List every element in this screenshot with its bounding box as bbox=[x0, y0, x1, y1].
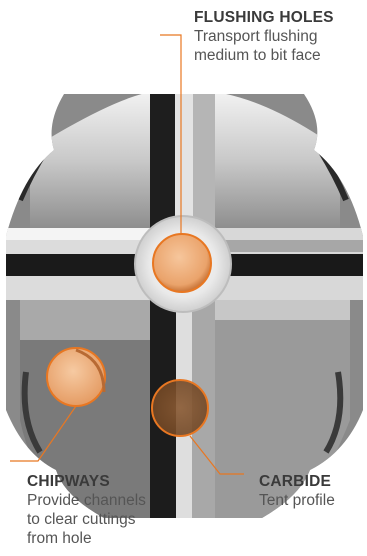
flushing-holes-line-1: Transport flushing bbox=[194, 27, 334, 46]
chipways-title: CHIPWAYS bbox=[27, 472, 146, 491]
carbide-line-1: Tent profile bbox=[259, 491, 335, 510]
chipways-line-3: from hole bbox=[27, 529, 146, 548]
carbide-marker bbox=[152, 380, 208, 436]
carbide-callout: CARBIDE Tent profile bbox=[259, 472, 335, 510]
carbide-title: CARBIDE bbox=[259, 472, 335, 491]
drill-bit-body bbox=[0, 80, 367, 530]
flushing-holes-line-2: medium to bit face bbox=[194, 46, 334, 65]
chipways-line-2: to clear cuttings bbox=[27, 510, 146, 529]
chipway-marker bbox=[47, 348, 105, 406]
chipways-line-1: Provide channels bbox=[27, 491, 146, 510]
flushing-holes-title: FLUSHING HOLES bbox=[194, 8, 334, 27]
chipways-callout: CHIPWAYS Provide channels to clear cutti… bbox=[27, 472, 146, 548]
flushing-holes-callout: FLUSHING HOLES Transport flushing medium… bbox=[194, 8, 334, 65]
flushing-hole-marker bbox=[153, 234, 211, 292]
